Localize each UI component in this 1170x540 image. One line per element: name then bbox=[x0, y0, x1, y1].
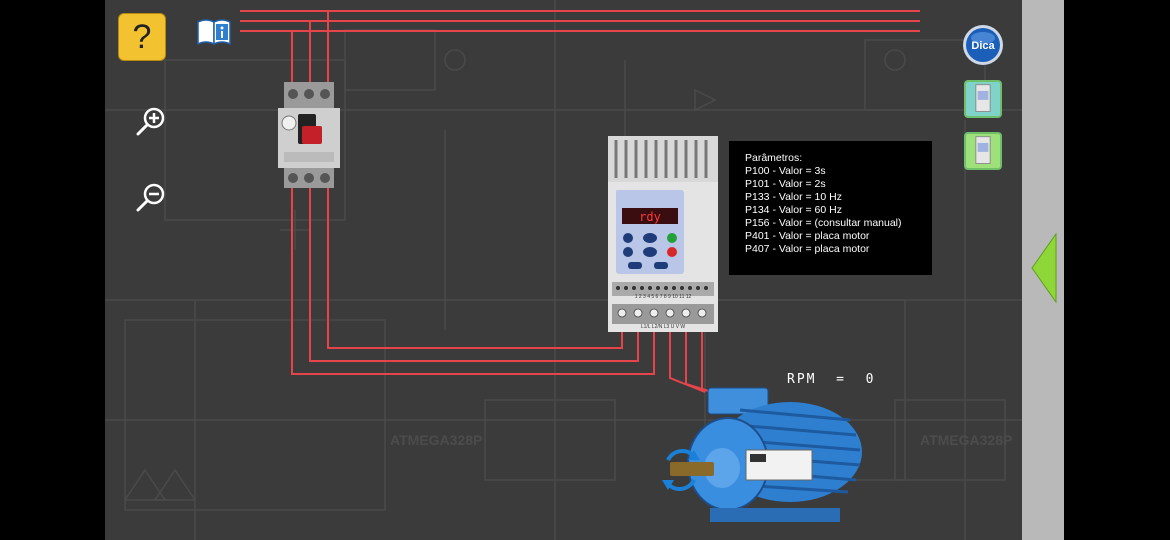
inverter-jog-key[interactable] bbox=[628, 262, 642, 269]
control-terminal-numbers: 1 2 3 4 5 6 7 8 9 10 11 12 bbox=[635, 294, 692, 300]
drive-select-thumb-1[interactable] bbox=[964, 80, 1002, 118]
electric-motor[interactable] bbox=[650, 380, 870, 530]
inverter-start-key[interactable] bbox=[667, 233, 677, 243]
zoom-in-icon[interactable] bbox=[134, 104, 168, 138]
inverter-loc-rem-key[interactable] bbox=[654, 262, 668, 269]
parameter-line: P407 - Valor = placa motor bbox=[745, 243, 870, 255]
zoom-out-icon[interactable] bbox=[134, 180, 168, 214]
previous-arrow-icon[interactable] bbox=[1030, 232, 1058, 304]
parameters-title: Parâmetros: bbox=[745, 152, 803, 164]
inverter-rev-key[interactable] bbox=[643, 247, 657, 257]
manual-book-icon[interactable] bbox=[196, 18, 232, 46]
inverter-prog-key[interactable] bbox=[643, 233, 657, 243]
bg-label-left: ATMEGA328P bbox=[390, 432, 482, 448]
inverter-stop-key[interactable] bbox=[667, 247, 677, 257]
parameter-line: P133 - Valor = 10 Hz bbox=[745, 191, 842, 203]
inverter-down-key[interactable] bbox=[623, 247, 633, 257]
motor-protection-breaker[interactable] bbox=[278, 82, 340, 188]
parameter-line: P100 - Valor = 3s bbox=[745, 165, 826, 177]
frequency-inverter[interactable]: rdy 1 2 3 4 5 6 7 8 9 10 11 12 L1/L L2/N… bbox=[608, 136, 718, 332]
parameter-line: P401 - Valor = placa motor bbox=[745, 230, 870, 242]
parameter-line: P134 - Valor = 60 Hz bbox=[745, 204, 842, 216]
inverter-thumbnail-icon bbox=[975, 136, 991, 164]
parameters-panel: Parâmetros: P100 - Valor = 3s P101 - Val… bbox=[729, 141, 932, 275]
inverter-up-key[interactable] bbox=[623, 233, 633, 243]
inverter-thumbnail-icon bbox=[975, 84, 991, 112]
rpm-readout: RPM = 0 bbox=[787, 372, 876, 387]
inverter-display: rdy bbox=[639, 210, 661, 224]
parameter-line: P156 - Valor = (consultar manual) bbox=[745, 217, 902, 229]
help-button[interactable]: ? bbox=[118, 13, 166, 61]
power-terminal-labels: L1/L L2/N L3 U V W bbox=[641, 324, 686, 330]
tip-button[interactable]: Dica bbox=[962, 24, 1004, 66]
drive-select-thumb-2[interactable] bbox=[964, 132, 1002, 170]
bg-label-right: ATMEGA328P bbox=[920, 432, 1012, 448]
parameter-line: P101 - Valor = 2s bbox=[745, 178, 826, 190]
tip-label: Dica bbox=[971, 40, 995, 52]
